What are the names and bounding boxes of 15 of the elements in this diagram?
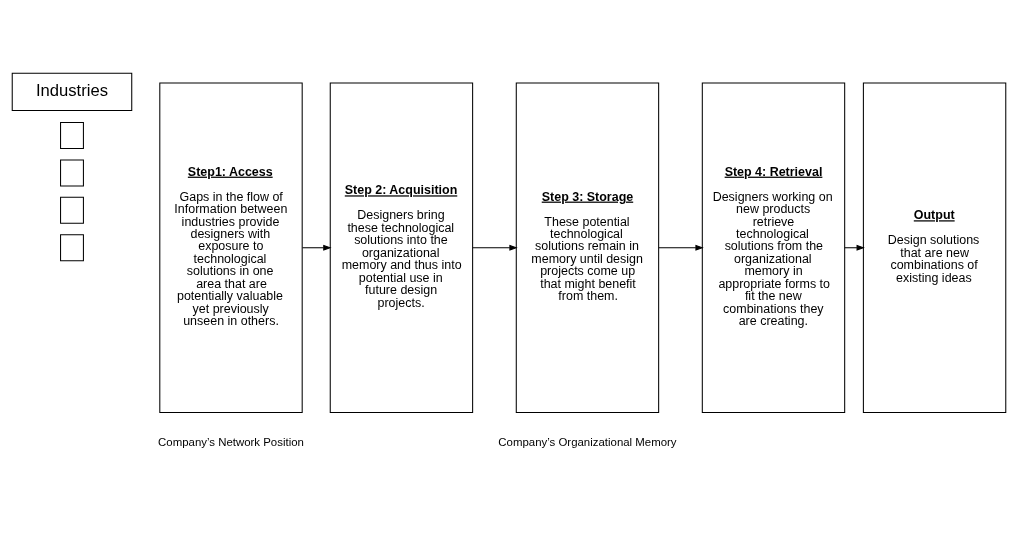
node-box: Step 3: Storage These potential technological solutions remain in memory until design projects come up that might benefit from them. (515, 82, 660, 413)
label: Company’s Network Position (158, 435, 304, 448)
node-box (60, 233, 84, 261)
arrow (472, 244, 518, 251)
node-box (60, 121, 84, 149)
node-box (60, 196, 84, 224)
node-box: Industries (11, 72, 133, 111)
node-box: Step 4: Retrieval Designers working on new products retrieve technological solutions from the organizational memory in appropriate forms to fit the new combinations they are creating. (701, 82, 846, 413)
label: Company’s Organizational Memory (498, 435, 677, 448)
node-box (60, 158, 84, 186)
arrow (658, 244, 704, 251)
node-box: Step 2: Acquisition Designers bring these technological solutions into the organizational memory and thus into potential use in future design projects. (329, 82, 474, 413)
arrow (301, 244, 332, 251)
node-box: Output Design solutions that are new combinations of existing ideas (862, 82, 1007, 413)
node-box: Step1: Access Gaps in the flow of Information between industries provide designers with exposure to technological solutions in one area that are potentially valuable yet previously unseen in others. (159, 82, 303, 413)
